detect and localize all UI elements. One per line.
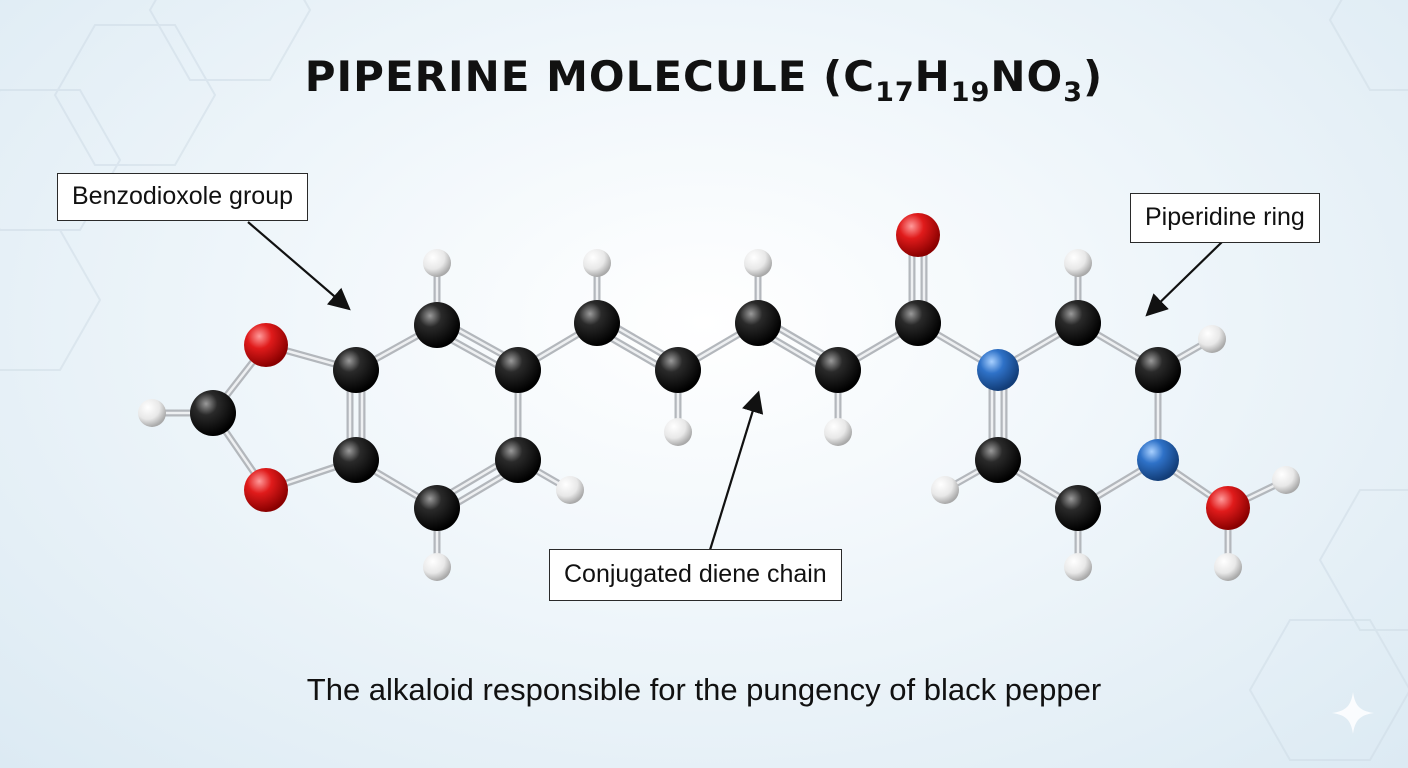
page-title: PIPERINE MOLECULE (C17H19NO3) — [304, 52, 1104, 108]
hydrogen-atom — [1214, 553, 1242, 581]
atoms-layer — [138, 213, 1300, 581]
oxygen-atom — [1206, 486, 1250, 530]
carbon-atom — [414, 485, 460, 531]
carbon-atom — [1055, 485, 1101, 531]
carbon-atom — [655, 347, 701, 393]
carbon-atom — [815, 347, 861, 393]
carbon-atom — [333, 347, 379, 393]
carbon-atom — [735, 300, 781, 346]
benzodioxole-arrow — [247, 221, 351, 311]
hydrogen-atom — [931, 476, 959, 504]
carbon-atom — [495, 347, 541, 393]
hydrogen-atom — [423, 249, 451, 277]
sparkle-icon — [1332, 692, 1374, 734]
hydrogen-atom — [556, 476, 584, 504]
hydrogen-atom — [583, 249, 611, 277]
hydrogen-atom — [744, 249, 772, 277]
hydrogen-atom — [138, 399, 166, 427]
carbon-atom — [1135, 347, 1181, 393]
carbon-atom — [495, 437, 541, 483]
oxygen-atom — [244, 323, 288, 367]
carbon-atom — [1055, 300, 1101, 346]
piperidine-arrow — [1145, 241, 1223, 317]
hydrogen-atom — [1198, 325, 1226, 353]
oxygen-atom — [896, 213, 940, 257]
diene-arrow — [708, 390, 764, 551]
pointer-arrows — [247, 221, 1223, 551]
carbon-atom — [574, 300, 620, 346]
hydrogen-atom — [1272, 466, 1300, 494]
carbon-atom — [190, 390, 236, 436]
carbon-atom — [895, 300, 941, 346]
nitrogen-atom — [1137, 439, 1179, 481]
oxygen-atom — [244, 468, 288, 512]
nitrogen-atom — [977, 349, 1019, 391]
benzodioxole-label: Benzodioxole group — [57, 173, 308, 221]
carbon-atom — [333, 437, 379, 483]
hydrogen-atom — [664, 418, 692, 446]
piperidine-label: Piperidine ring — [1130, 193, 1320, 243]
hydrogen-atom — [1064, 553, 1092, 581]
hydrogen-atom — [423, 553, 451, 581]
hydrogen-atom — [824, 418, 852, 446]
carbon-atom — [975, 437, 1021, 483]
hydrogen-atom — [1064, 249, 1092, 277]
carbon-atom — [414, 302, 460, 348]
caption: The alkaloid responsible for the pungenc… — [306, 672, 1102, 707]
diene-label: Conjugated diene chain — [549, 549, 842, 601]
